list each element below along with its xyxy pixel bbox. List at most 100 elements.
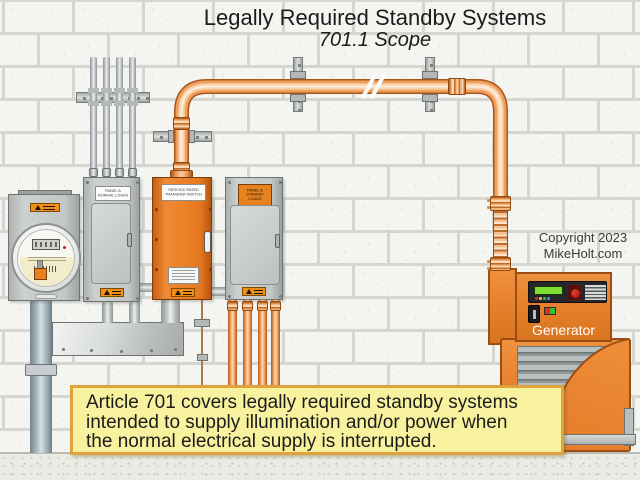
hanger-clamp-right-bot [422, 94, 438, 102]
conduit-clamp-a3 [114, 88, 125, 106]
feeder-connector-1 [89, 168, 98, 177]
generator-junction-box [488, 268, 517, 345]
panel-b-latch [275, 234, 280, 248]
ts-label-line1: SERVICE RATED [168, 188, 199, 193]
caption-line3: the normal electrical supply is interrup… [86, 431, 437, 452]
panel-a-latch [127, 233, 132, 247]
emergency-stop-button [567, 284, 582, 301]
ground-clamp-1 [194, 319, 210, 327]
transfer-switch-spec-label [168, 267, 199, 284]
panel-a-warning-label [100, 288, 124, 297]
feeder-conduit-1 [90, 57, 97, 177]
wireway-gutter [52, 322, 184, 356]
meter-face [17, 229, 75, 287]
flex-connector-upper [490, 196, 511, 211]
panel-a-nameplate: PANEL A NORMAL LOADS [95, 186, 131, 201]
transfer-switch-warning-label [171, 288, 195, 297]
branch-connector-2 [242, 301, 253, 311]
copyright-line1: Copyright 2023 [538, 230, 628, 245]
conduit-clamp-a4 [127, 88, 138, 106]
bezel-vent-slots [585, 285, 606, 300]
feeder-connector-2 [102, 168, 111, 177]
coupling-ts-riser [173, 117, 190, 130]
generator-control-bezel [528, 281, 607, 303]
conduit-clamp-a1 [88, 88, 99, 106]
generator-status-indicator [544, 307, 556, 315]
branch-conduit-1 [228, 300, 237, 390]
warning-icon [174, 290, 181, 295]
strut-panel-a-conduits [76, 92, 150, 103]
meter-fine-print [28, 257, 66, 263]
panel-a-label-line1: PANEL A [105, 189, 121, 194]
utility-meter [8, 194, 81, 301]
meter-seal-tag [34, 268, 47, 280]
warning-icon [245, 289, 252, 294]
flex-connector-lower [490, 257, 511, 271]
flexible-conduit [493, 211, 508, 259]
ts-label-line2: TRANSFER SWITCH [165, 192, 203, 197]
page-subtitle: 701.1 Scope [318, 29, 432, 51]
caption-box: Article 701 covers legally required stan… [70, 385, 564, 455]
panel-a-ts-nipple [139, 283, 154, 292]
panel-b-door [230, 205, 280, 285]
concrete-floor [0, 452, 640, 480]
wireway-screws [62, 348, 65, 351]
branch-connector-3 [257, 301, 268, 311]
meter-lcd-display [32, 239, 60, 250]
panel-b-warning-label [242, 287, 266, 296]
generator-lcd-display [534, 286, 563, 295]
panel-a-nipple-2 [129, 302, 140, 323]
conduit-clamp-a2 [101, 88, 112, 106]
hanger-clamp-left-top [290, 71, 306, 79]
grounding-conductor [201, 300, 203, 387]
branch-connector-4 [270, 301, 281, 311]
feeder-conduit-2 [103, 57, 110, 177]
generator-button-row [535, 297, 538, 300]
generator-label: Generator [531, 322, 596, 338]
panel-b-label-line1: PANEL B [247, 188, 263, 193]
feeder-conduit-4 [129, 57, 136, 177]
generator-toggle-switch [528, 305, 540, 323]
panel-b-label-line3: LOADS [248, 197, 262, 201]
branch-conduit-2 [243, 300, 252, 390]
transfer-switch-handle [204, 231, 211, 253]
meter-warning-label [30, 203, 60, 212]
service-riser [30, 300, 52, 453]
caption-line2: intended to supply illumination and/or p… [86, 411, 508, 433]
feeder-connector-4 [128, 168, 137, 177]
hanger-clamp-right-top [422, 71, 438, 79]
transfer-switch-nameplate: SERVICE RATED TRANSFER SWITCH [161, 184, 206, 201]
warning-icon [35, 205, 41, 210]
caption-line1: Article 701 covers legally required stan… [86, 392, 518, 413]
transfer-switch: SERVICE RATED TRANSFER SWITCH [152, 177, 212, 300]
panel-b-nameplate: PANEL B STANDBY LOADS [238, 184, 272, 206]
copyright-line2: MikeHolt.com [543, 246, 623, 261]
flex-connector-bolts [487, 199, 490, 202]
coupling-horizontal-run [448, 78, 466, 95]
riser-strap [25, 364, 57, 376]
page-title: Legally Required Standby Systems [203, 5, 547, 30]
ts-bottom-conduit [161, 300, 180, 323]
branch-connector-1 [227, 301, 238, 311]
panel-a-label-line2: NORMAL LOADS [97, 193, 129, 198]
panel-a-door [91, 203, 131, 284]
feeder-conduit-3 [116, 57, 123, 177]
meter-slot [35, 294, 57, 299]
ground-clamp-2 [197, 354, 208, 361]
branch-conduit-3 [258, 300, 267, 390]
generator-side-bracket [624, 408, 634, 446]
panel-b-label-line2: STANDBY [246, 192, 264, 197]
feeder-connector-3 [115, 168, 124, 177]
ts-conduit-clamp-right [189, 130, 195, 143]
warning-icon [103, 290, 110, 295]
copyright-notice: Copyright 2023 MikeHolt.com [518, 230, 640, 262]
panel-a-nipple-1 [102, 302, 113, 323]
ts-conduit-clamp-left [168, 130, 174, 143]
hanger-clamp-left-bot [290, 94, 306, 102]
panel-a: PANEL A NORMAL LOADS [83, 177, 140, 302]
generator-control-housing: Generator [515, 272, 612, 342]
panel-b: PANEL B STANDBY LOADS [225, 177, 283, 300]
meter-indicator-dot [63, 246, 66, 249]
